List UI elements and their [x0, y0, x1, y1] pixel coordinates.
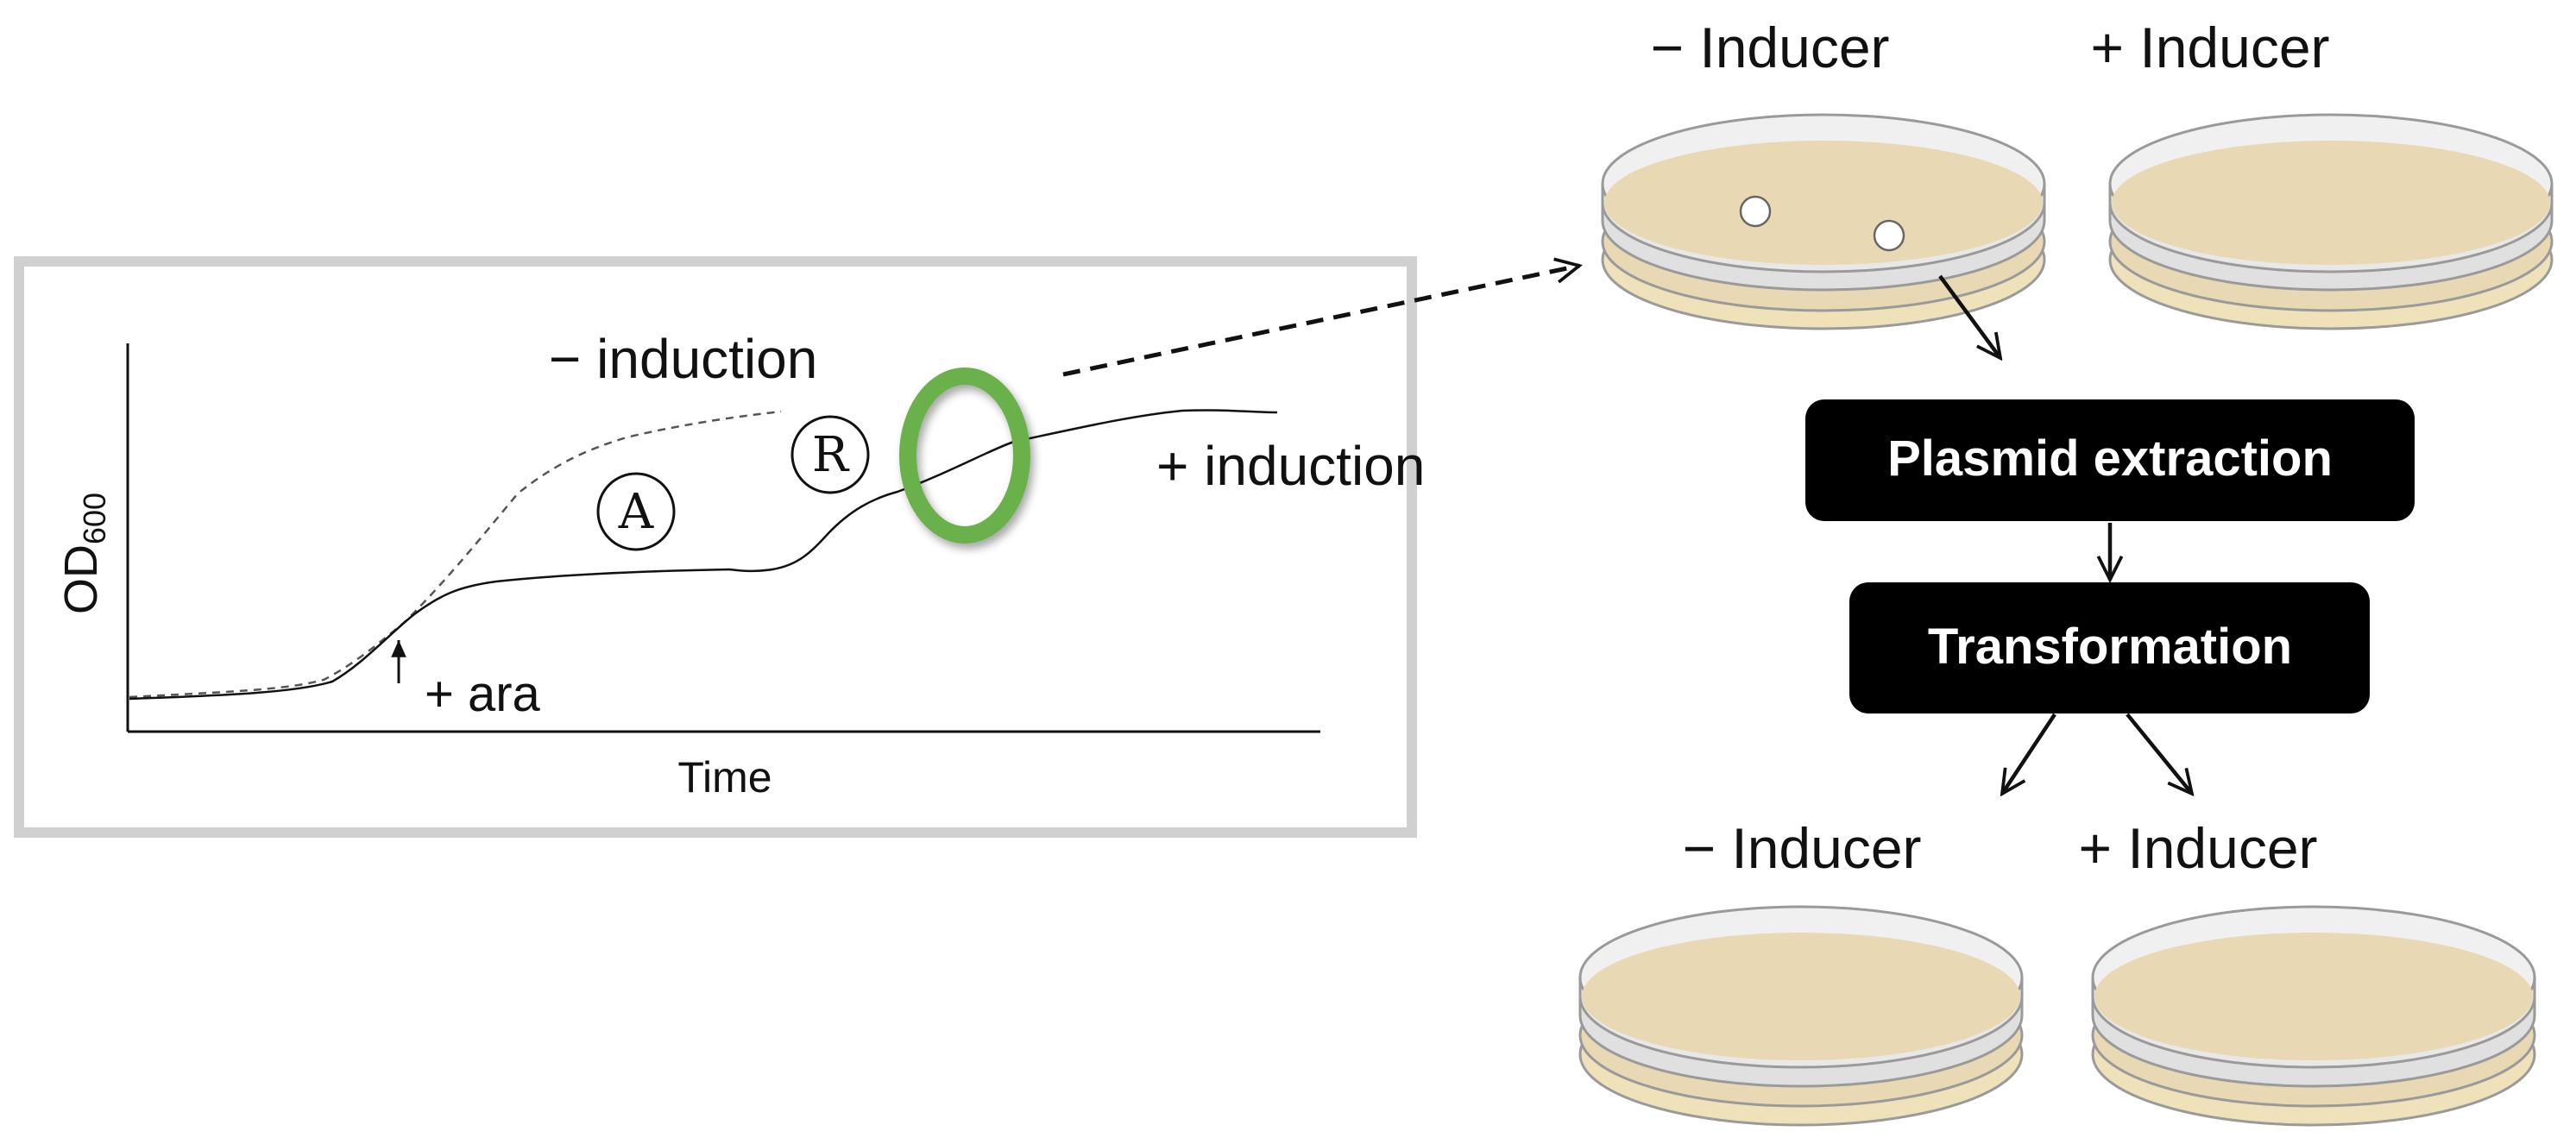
- dashed-arrow-to-plates: [1062, 266, 1579, 377]
- transformation-box: Transformation: [1849, 582, 2370, 713]
- top-minus-inducer-label: − Inducer: [1650, 16, 1889, 79]
- growth-curve-panel: OD600 Time + ara − induction + induction…: [14, 256, 1425, 838]
- y-axis-label: OD600: [55, 493, 112, 614]
- arrow-to-bottom-minus: [2002, 713, 2056, 794]
- plate-top-minus: [1601, 113, 2046, 330]
- plate-top-plus: [2108, 113, 2554, 330]
- bottom-minus-inducer-label: − Inducer: [1682, 816, 1921, 880]
- marker-r-text: R: [812, 427, 850, 483]
- marker-r: R: [790, 415, 870, 494]
- plasmid-extraction-label: Plasmid extraction: [1887, 431, 2333, 487]
- ara-label: + ara: [425, 666, 541, 722]
- top-plus-inducer-label: + Inducer: [2090, 16, 2329, 79]
- arrow-plate-to-extraction: [1938, 274, 2000, 358]
- marker-a-text: A: [618, 484, 654, 540]
- highlight-ring: [899, 368, 1030, 544]
- bottom-plus-inducer-label: + Inducer: [2078, 816, 2317, 880]
- minus-induction-label: − induction: [549, 328, 817, 390]
- colony: [1739, 195, 1772, 228]
- marker-a: A: [596, 472, 676, 551]
- panel-frame: [14, 256, 1417, 838]
- plasmid-extraction-box: Plasmid extraction: [1805, 399, 2415, 521]
- y-axis-label-main: OD: [55, 544, 107, 614]
- colony: [1873, 219, 1905, 252]
- x-axis-label: Time: [677, 753, 772, 801]
- plate-bottom-minus: [1578, 905, 2024, 1127]
- arrow-to-bottom-plus: [2126, 713, 2192, 794]
- transformation-label: Transformation: [1928, 619, 2292, 675]
- y-axis-label-subscript: 600: [77, 493, 112, 544]
- plate-bottom-plus: [2091, 905, 2536, 1127]
- plus-induction-label: + induction: [1156, 435, 1425, 497]
- plus-induction-curve: [129, 409, 1278, 701]
